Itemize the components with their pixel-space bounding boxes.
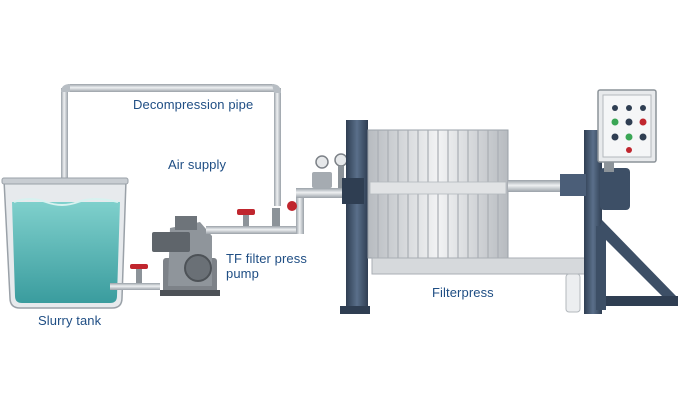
pump-label: TF filter press pump — [226, 251, 307, 281]
slurry-tank — [1, 177, 129, 309]
pressure-gauge-icon — [315, 155, 329, 169]
control-panel — [597, 89, 657, 172]
decompression-pipe — [61, 84, 281, 234]
filterpress-label: Filterpress — [432, 285, 494, 300]
suction-pipe — [110, 264, 160, 290]
air-valve-handle — [287, 201, 297, 211]
pressure-gauge-icon — [334, 153, 348, 167]
filter-press-pump — [152, 216, 220, 296]
decompression-pipe-label: Decompression pipe — [133, 97, 254, 112]
filter-plates — [367, 129, 509, 259]
discharge-valve-handle — [237, 209, 255, 215]
discharge-pipe — [206, 153, 350, 234]
slurry-tank-label: Slurry tank — [38, 313, 102, 328]
air-supply-label: Air supply — [168, 157, 227, 172]
filterpress — [340, 89, 678, 314]
drip-tray — [371, 257, 591, 275]
suction-valve-handle — [130, 264, 148, 269]
